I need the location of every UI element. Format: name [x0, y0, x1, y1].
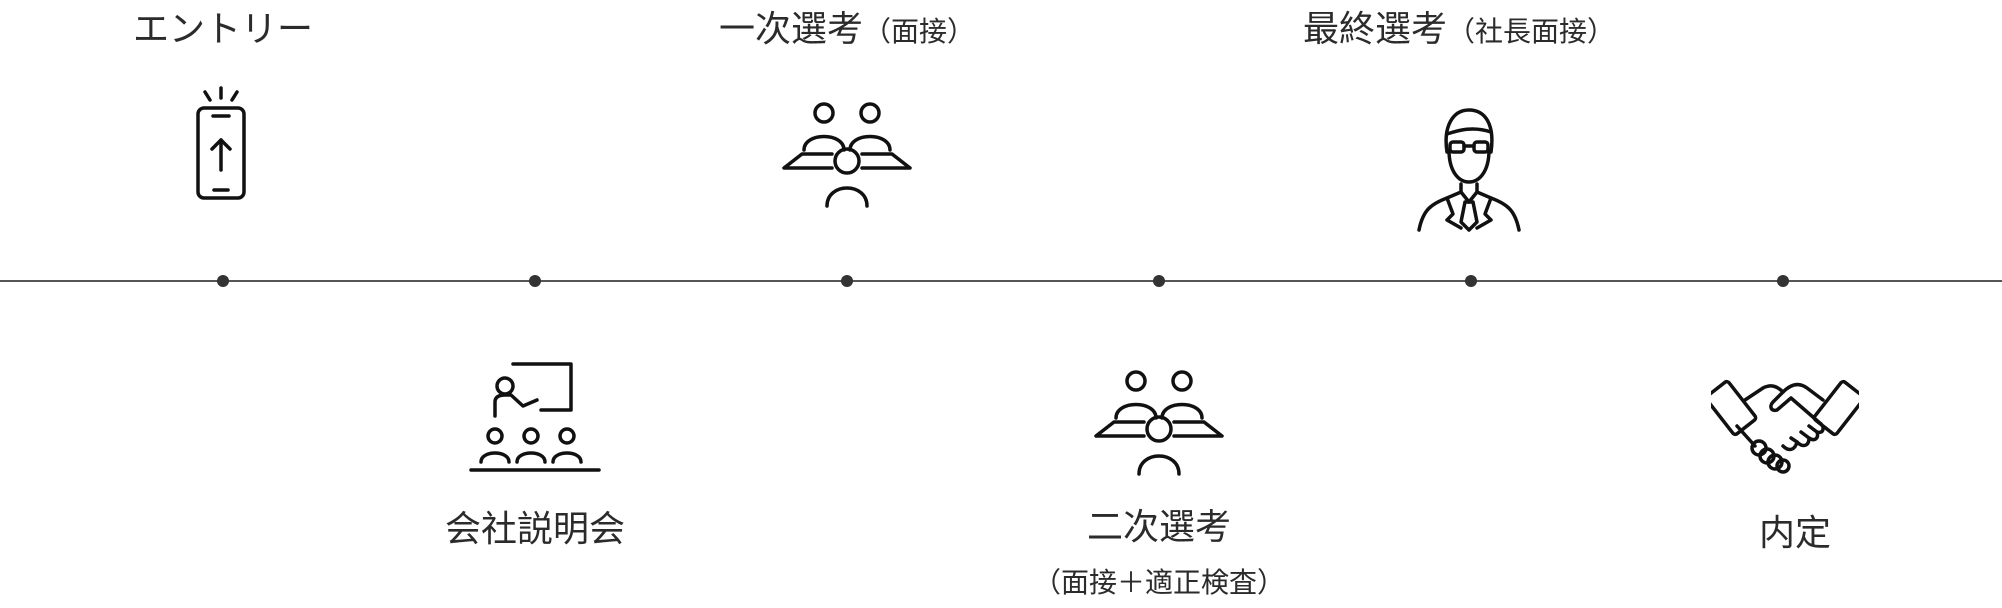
- step-first-selection-heading: 一次選考（面接）: [719, 8, 975, 54]
- timeline-dot-entry: [217, 275, 229, 287]
- timeline-dot-offer: [1777, 275, 1789, 287]
- businessman-icon: [1403, 104, 1533, 234]
- step-second-selection-title: 二次選考: [1086, 507, 1232, 548]
- group-interview-icon: [1092, 368, 1226, 478]
- timeline-dot-final-selection: [1465, 275, 1477, 287]
- step-final-selection-heading: 最終選考（社長面接）: [1303, 8, 1615, 54]
- group-interview-icon: [780, 100, 914, 210]
- smartphone-upload-icon: [189, 84, 253, 202]
- timeline-line: [0, 280, 2002, 282]
- timeline-dot-first-selection: [841, 275, 853, 287]
- step-briefing-title: 会社説明会: [444, 509, 626, 550]
- step-final-selection-note: （社長面接）: [1447, 15, 1616, 48]
- step-first-selection-title: 一次選考: [718, 9, 863, 50]
- step-final-selection-title: 最終選考: [1302, 9, 1447, 50]
- step-first-selection-note: （面接）: [863, 15, 976, 48]
- timeline-dot-briefing: [529, 275, 541, 287]
- presentation-icon: [465, 358, 605, 476]
- step-offer-title: 内定: [1758, 513, 1832, 554]
- step-entry-title: エントリー: [132, 9, 314, 50]
- timeline-dot-second-selection: [1153, 275, 1165, 287]
- handshake-icon: [1711, 366, 1859, 474]
- step-second-selection-note: （面接＋適正検査）: [1032, 566, 1286, 599]
